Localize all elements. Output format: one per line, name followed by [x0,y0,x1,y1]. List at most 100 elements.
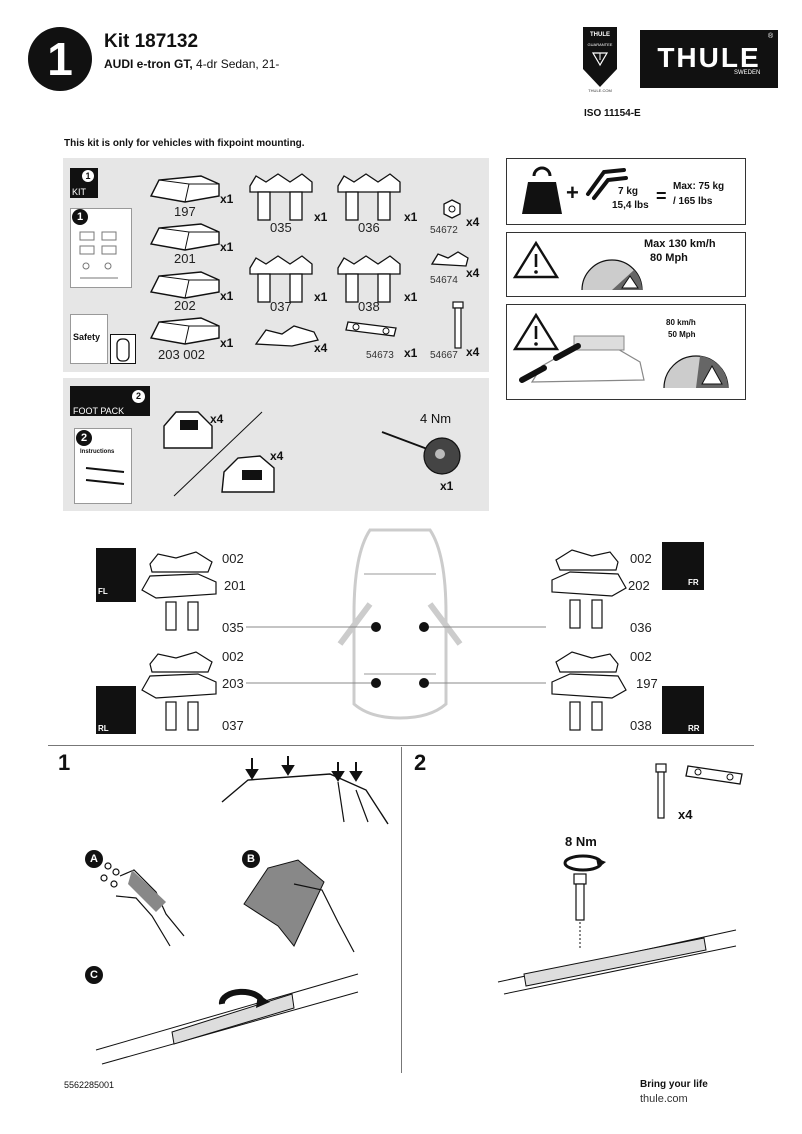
speed-max-mph: 80 Mph [650,252,688,264]
bolt-54667-icon [452,301,464,349]
clip-qty: x4 [314,341,328,355]
fl-mid-code: 201 [224,578,246,593]
sub-step-a-badge: A [85,850,103,868]
pad-qty-203: x1 [220,336,234,350]
rr-bracket-code: 038 [630,718,652,733]
bracket-035-icon [249,173,313,221]
foot-qty-1: x4 [210,412,224,426]
torque-tool-icon [381,431,461,475]
warning-triangle-icon-2 [512,312,560,351]
fr-bracket-code: 036 [630,620,652,635]
footer-slogan: Bring your life [640,1079,708,1090]
sub-step-c-badge: C [85,966,103,984]
pad-qty-197: x1 [220,192,234,206]
bracket-qty-038: x1 [404,290,418,304]
roof-speed-mph: 50 Mph [668,330,696,339]
bolt-step2-icon [655,763,667,819]
bracket-code-038: 038 [358,299,380,314]
thule-logo [640,30,778,88]
speedometer-icon [581,259,643,291]
roof-bars-icon [85,467,125,485]
car-outline-topview [337,528,463,720]
safety-label: Safety [73,332,101,342]
rr-top-code: 002 [630,649,652,664]
badge-bottom-text: THULE.COM [588,88,612,93]
bar-weight: 7 kg [618,186,639,197]
position-label-rl: RL [98,724,109,733]
pad-201-icon [149,223,220,251]
speedometer-icon-2 [663,355,729,389]
position-label-rr: RR [688,724,700,733]
vehicle-model: AUDI e-tron GT, [104,57,193,71]
step2-torque: 8 Nm [565,834,597,849]
max-load-lbs: / 165 lbs [673,196,713,207]
fixpoint-rail-icon [95,973,359,1065]
bracket-code-035: 035 [270,220,292,235]
bracket-037-icon [249,255,313,303]
foot-pack-label: FOOT PACK [73,406,125,416]
rl-mid-code: 203 [222,676,244,691]
fl-top-code: 002 [222,551,244,566]
assembly-fr-icon [551,549,627,629]
car-topview-icon [116,338,130,362]
warning-triangle-icon [512,240,560,279]
plus-sign: + [566,180,579,205]
step2-qty: x4 [678,807,693,822]
foot-pack-num: 2 [132,390,145,403]
part-qty-54673: x1 [404,346,418,360]
bracket-code-036: 036 [358,220,380,235]
booklet-2-num: 2 [76,430,92,446]
position-label-fr: FR [688,578,699,587]
bolt-install-icon [573,873,587,950]
pad-qty-201: x1 [220,240,234,254]
booklet-1-num: 1 [72,209,88,225]
bracket-code-037: 037 [270,299,292,314]
roof-bar-pair-icon [586,168,628,200]
plate-step2-icon [685,765,743,785]
kit-title: Kit 187132 [104,31,199,52]
nut-54672-icon [443,199,461,219]
pad-code-202: 202 [174,298,196,313]
step-2-label: 2 [414,750,427,775]
fixpoint-notice: This kit is only for vehicles with fixpo… [64,138,305,149]
bracket-038-icon [337,255,401,303]
document-code: 5562285001 [64,1080,115,1090]
pad-197-icon [149,175,220,203]
iso-standard: ISO 11154-E [584,108,641,119]
badge-triangle-icon [591,52,609,67]
step-1-label: 1 [58,750,71,775]
divider-slash [173,411,263,497]
plate-54673-icon [345,321,397,337]
hand-spray-icon [100,862,185,947]
bracket-036-icon [337,173,401,221]
safety-booklet [70,314,108,364]
torque-arrow-icon [563,854,606,872]
thule-logo-sub: SWEDEN [734,70,761,76]
foot-1-icon [163,411,213,449]
fr-mid-code: 202 [628,578,650,593]
pad-203-icon [149,317,220,345]
position-label-fl: FL [98,587,108,596]
pad-202-icon [149,271,220,299]
door-rl-icon [96,686,136,734]
assembly-rr-icon [551,651,627,731]
weight-icon [522,166,562,214]
pad-code-203-002: 203 002 [158,347,205,362]
connector-lines [246,622,546,688]
part-qty-54667: x4 [466,345,480,359]
bracket-qty-035: x1 [314,210,328,224]
vehicle-desc: 4-dr Sedan, 21- [196,57,280,71]
door-rr-icon [662,686,704,734]
pad-code-197: 197 [174,204,196,219]
sub-step-b-badge: B [242,850,260,868]
booklet-2-title: Instructions [80,449,115,455]
kit-label: KIT [72,187,87,197]
roof-rail-step2-icon [497,929,737,995]
car-load-icon [519,335,645,383]
pad-code-201: 201 [174,251,196,266]
door-fl-icon [96,548,136,602]
steps-divider-vertical [401,747,402,1073]
speed-max-kmh: Max 130 km/h [644,238,716,250]
car-roof-side-icon [221,756,389,825]
bracket-qty-036: x1 [404,210,418,224]
